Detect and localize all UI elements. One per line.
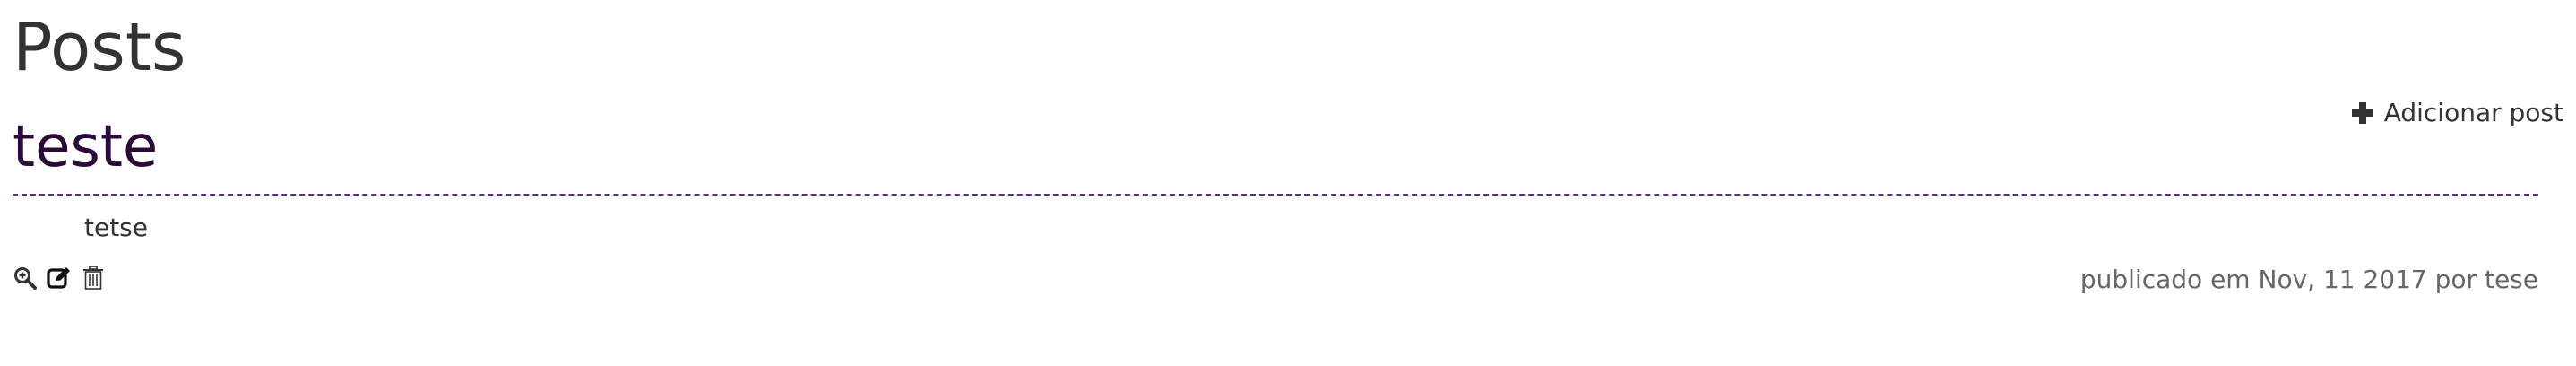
post-title: teste [13,104,2538,196]
post-meta-prefix: publicado em [2079,265,2251,294]
post-meta-by: por [2434,265,2477,294]
post-body: tetse [84,213,148,242]
add-post-label: Adicionar post [2383,98,2563,127]
post-footer: publicado em Nov, 11 2017 por tese [13,264,2538,300]
edit-post-button[interactable] [47,264,72,292]
zoom-in-icon [14,267,37,290]
post-date: Nov, 11 2017 [2258,265,2427,294]
plus-icon [2351,102,2373,124]
trash-icon [83,266,103,290]
post-actions [13,264,106,292]
post-item: teste tetse [13,104,2538,300]
post-meta: publicado em Nov, 11 2017 por tese [2080,264,2538,296]
post-author: tese [2484,265,2538,294]
page-title: Posts [13,9,186,86]
delete-post-button[interactable] [81,264,106,292]
view-post-button[interactable] [13,264,38,292]
add-post-button[interactable]: Adicionar post [2351,97,2563,129]
edit-icon [47,267,70,289]
